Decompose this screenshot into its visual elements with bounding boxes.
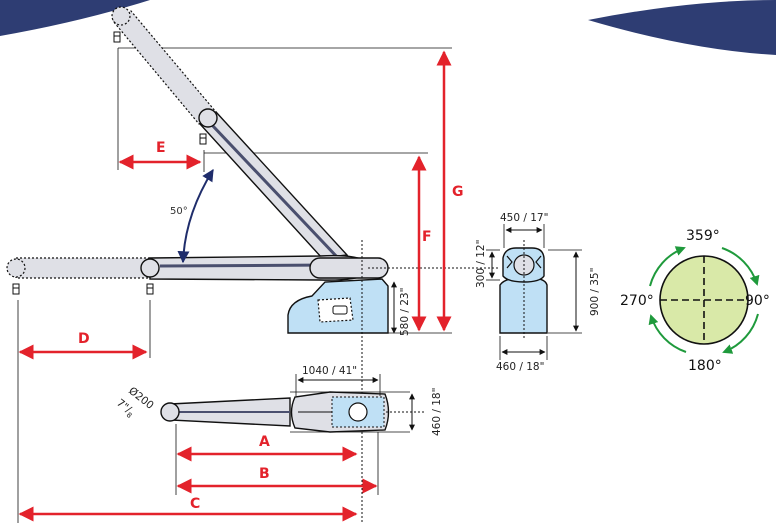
- hook-raised-elbow: [199, 133, 207, 145]
- rotation-label-top: 359°: [686, 228, 720, 244]
- dim-G-label: G: [452, 184, 464, 200]
- horizontal-arm-elbow: [140, 258, 160, 278]
- dim-front-height: 900 / 35": [589, 268, 601, 316]
- rotation-label-right: 90°: [745, 293, 770, 309]
- dim-B-label: B: [259, 466, 270, 482]
- horizontal-arm-extension: [15, 257, 151, 279]
- rotation-label-bottom: 180°: [688, 358, 722, 374]
- rotation-arrow-br: [722, 313, 759, 354]
- dim-front-head-height: 300 / 12": [475, 240, 487, 288]
- hook-horizontal-elbow: [146, 283, 154, 295]
- dim-arm-diameter-inch: 7"/8: [113, 397, 137, 420]
- dim-F-label: F: [422, 229, 432, 245]
- dim-D-label: D: [78, 331, 90, 347]
- horizontal-arm-tip: [6, 258, 26, 278]
- corner-swoosh-left: [0, 0, 150, 36]
- rotation-diagram: 359° 90° 180° 270°: [620, 228, 770, 374]
- top-view: 1040 / 41" 460 / 18" Ø200 7"/8 A B C: [18, 365, 443, 522]
- raised-arm-tip: [111, 6, 131, 26]
- front-view: 450 / 17" 300 / 12" 900 / 35" 460 / 18": [475, 212, 601, 373]
- rotation-arrow-tl: [649, 246, 686, 287]
- corner-swoosh-right: [588, 0, 776, 55]
- angle-label: 50°: [170, 206, 188, 217]
- hook-raised-tip: [113, 31, 121, 43]
- raised-arm-elbow: [198, 108, 218, 128]
- dim-top-length: 1040 / 41": [302, 365, 357, 377]
- rotation-arrow-bl: [648, 314, 687, 353]
- angle-arc: [177, 168, 214, 264]
- rotation-label-left: 270°: [620, 293, 654, 309]
- dim-top-width: 460 / 18": [431, 388, 443, 436]
- dim-front-top-width: 450 / 17": [500, 212, 548, 224]
- rotation-arrow-tr: [721, 247, 760, 286]
- dim-front-base-width: 460 / 18": [496, 361, 544, 373]
- dim-A-label: A: [259, 434, 270, 450]
- top-arm-tip: [160, 402, 180, 422]
- raised-arm-extension: [112, 10, 217, 125]
- hook-horizontal-tip: [12, 283, 20, 295]
- dim-E-label: E: [156, 140, 166, 156]
- dim-C-label: C: [190, 496, 200, 512]
- dim-base-height: 580 / 23": [399, 288, 411, 336]
- side-view: 50° E D F G 580 / 23": [6, 6, 500, 523]
